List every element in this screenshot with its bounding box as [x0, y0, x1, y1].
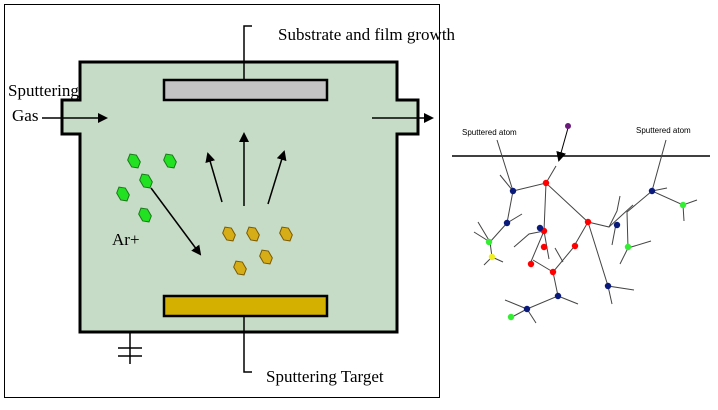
target-leader-line	[243, 316, 252, 373]
sputtered-particle	[259, 249, 273, 265]
sputtered-particle	[246, 226, 260, 242]
sputtered-atom-label-right: Sputtered atom	[636, 126, 691, 135]
atom-escaped	[679, 201, 687, 209]
atom-primary	[549, 268, 557, 276]
incident-atom	[565, 123, 571, 129]
atom-secondary	[536, 224, 544, 232]
incident-arrow	[556, 127, 569, 162]
atom-secondary	[503, 219, 511, 227]
substrate-plate	[162, 78, 329, 102]
atom-primary	[527, 260, 535, 268]
atom-secondary	[604, 282, 612, 290]
atom-secondary	[509, 187, 517, 195]
ar-ion	[127, 153, 141, 169]
cascade-atoms	[485, 179, 687, 321]
atom-secondary	[613, 221, 621, 229]
sputtered-particle	[279, 226, 293, 242]
atom-secondary	[523, 305, 531, 313]
sputtering-target-plate	[162, 294, 329, 318]
substrate-label: Substrate and film growth	[278, 25, 456, 44]
atom-escaped	[507, 313, 515, 321]
target-label: Sputtering Target	[266, 367, 384, 386]
cascade-tracks	[473, 139, 698, 324]
sputtered-particle	[222, 226, 236, 242]
gas-label-line1: Sputtering	[8, 81, 79, 100]
atom-secondary	[648, 187, 656, 195]
sputtering-chamber	[60, 60, 420, 334]
atom-escaped	[485, 238, 493, 246]
substrate-leader-line	[243, 25, 252, 80]
atom-primary	[571, 242, 579, 250]
atom-escaped	[624, 243, 632, 251]
ar-ion	[138, 207, 152, 223]
ion-trajectory-arrow	[150, 187, 202, 256]
ion-label: Ar+	[112, 230, 140, 249]
chamber-body	[60, 60, 420, 334]
atom-yellow	[488, 253, 496, 261]
sputtered-particle	[233, 260, 247, 276]
atom-primary	[584, 218, 592, 226]
atom-secondary	[554, 292, 562, 300]
ar-ion	[163, 153, 177, 169]
sputtered-atom-label-left: Sputtered atom	[462, 128, 517, 137]
ar-ion	[116, 186, 130, 202]
atom-primary	[542, 179, 550, 187]
ground-symbol	[118, 332, 142, 364]
ejection-arrows	[205, 132, 287, 206]
atom-primary	[540, 243, 548, 251]
ar-ion	[139, 173, 153, 189]
gas-label-line2: Gas	[12, 106, 38, 125]
sputtered-particles	[222, 226, 293, 276]
argon-ions	[116, 153, 177, 223]
